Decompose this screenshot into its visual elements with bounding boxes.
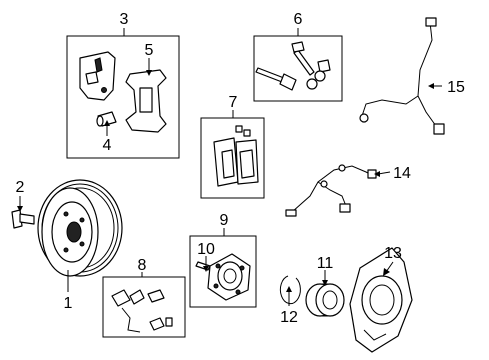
- callout-3: 3: [120, 11, 129, 28]
- box-hardware-kit-group: [102, 276, 186, 338]
- caliper-pad-part: [79, 51, 116, 101]
- callout-6: 6: [294, 11, 303, 28]
- abs-sensor-wire-part: [359, 17, 445, 135]
- caliper-bolts-part: [255, 41, 331, 91]
- callout-2: 2: [16, 179, 25, 196]
- caliper-bracket-part: [125, 69, 167, 133]
- callout-11: 11: [317, 255, 334, 272]
- callout-5: 5: [145, 42, 154, 59]
- wiring-harness-part: [285, 164, 377, 217]
- callout-4: 4: [103, 137, 112, 154]
- brake-pads-part: [213, 125, 259, 187]
- callout-9: 9: [220, 212, 229, 229]
- wheel-hub-part: [195, 253, 251, 301]
- callout-15: 15: [447, 79, 465, 96]
- callout-14: 14: [393, 165, 411, 182]
- rotor-screw-part: [11, 209, 35, 229]
- callout-10: 10: [197, 241, 215, 258]
- caliper-pin-part: [96, 111, 117, 127]
- callout-7: 7: [229, 94, 238, 111]
- hardware-kit-part: [111, 289, 173, 333]
- callout-1: 1: [64, 295, 73, 312]
- box-caliper-bracket-group: [66, 35, 180, 159]
- callout-13: 13: [384, 245, 402, 262]
- brake-rotor-part: [37, 179, 123, 277]
- dust-shield-part: [349, 247, 413, 353]
- callout-8: 8: [138, 257, 147, 274]
- callout-12: 12: [280, 309, 298, 326]
- wheel-bearing-part: [305, 283, 345, 317]
